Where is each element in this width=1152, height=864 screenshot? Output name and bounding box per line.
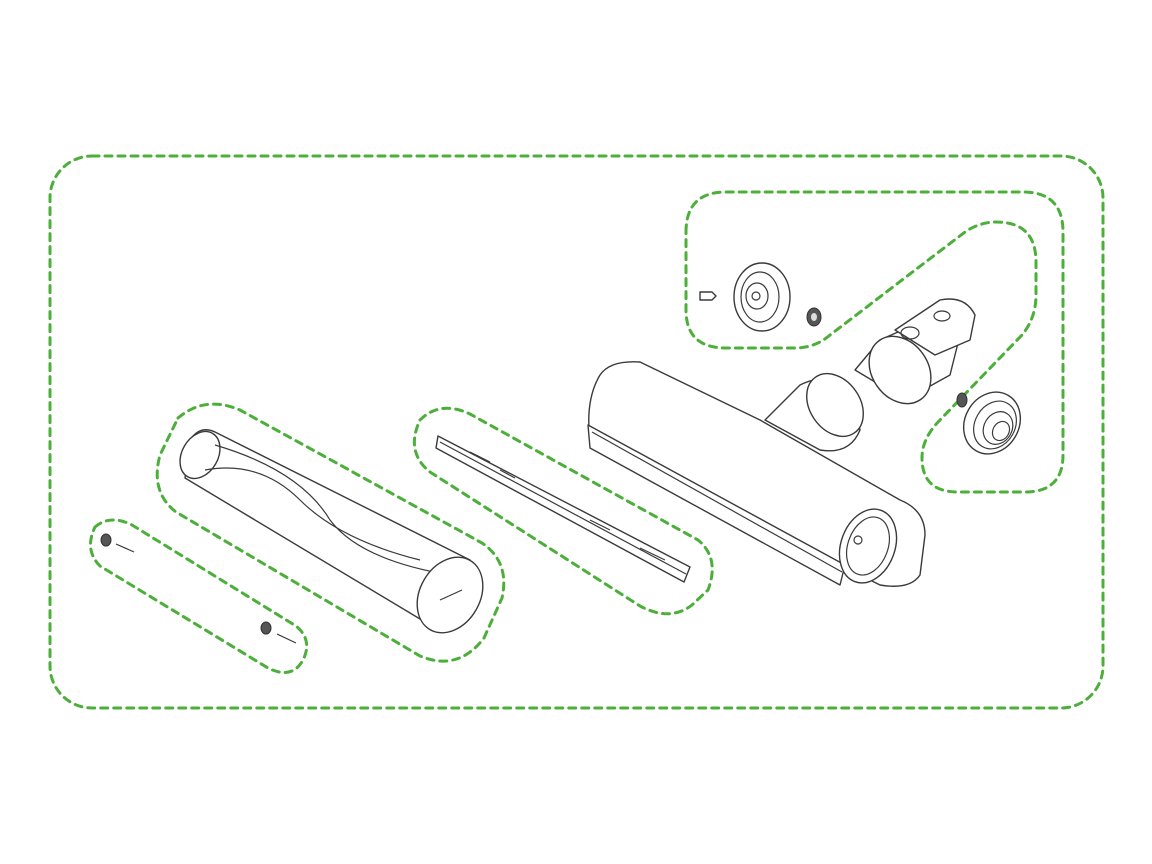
screw-part: [699, 291, 717, 301]
brush-roll-part: [179, 429, 484, 634]
brush-bar-part: [435, 435, 691, 583]
washer-part: [956, 392, 968, 408]
pin-set-part: [100, 533, 297, 644]
group-outline-all-parts: [48, 154, 1105, 710]
ribbed-wheel-part: [962, 391, 1022, 455]
cleaner-head-part: [587, 298, 976, 587]
end-cap-disc-part: [733, 262, 791, 332]
group-outline-pins: [89, 518, 309, 674]
group-outline-brush-bar: [412, 406, 714, 616]
group-outline-brush-roll: [155, 402, 506, 663]
nut-part: [806, 307, 822, 327]
group-outline-end-cap-parts: [684, 190, 1065, 494]
